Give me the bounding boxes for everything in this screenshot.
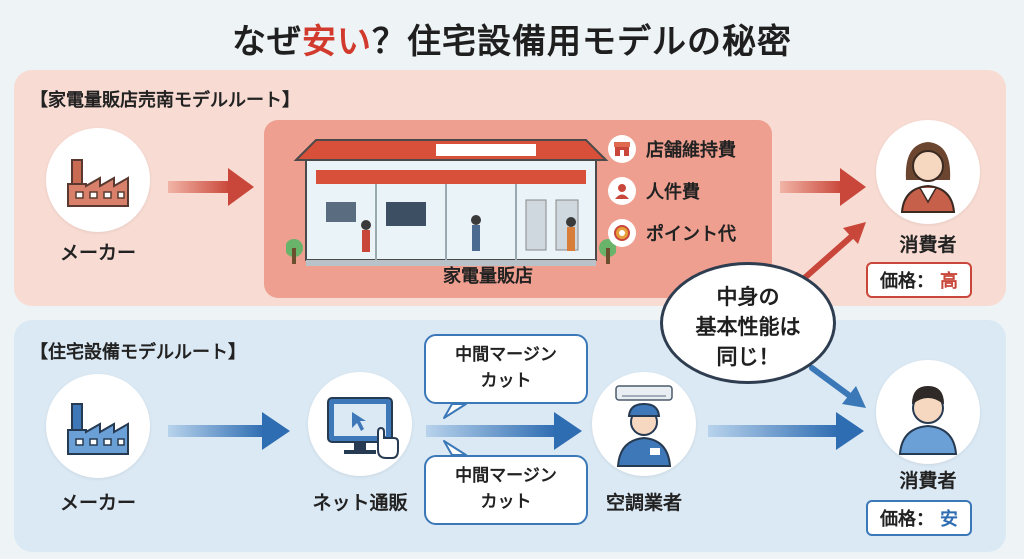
margin-cut-bottom-line1: 中間マージン (455, 466, 557, 486)
price-high-badge: 価格： 高 (866, 262, 972, 298)
bottom-consumer-label: 消費者 (899, 470, 957, 492)
margin-cut-bottom-line2: カット (480, 492, 532, 512)
cost-item-store: 店舗維持費 (608, 134, 736, 164)
top-maker-circle (46, 128, 150, 232)
page-title: なぜ安い？住宅設備用モデルの秘密 (0, 14, 1024, 63)
bottom-maker-label: メーカー (59, 492, 136, 514)
technician-icon (615, 385, 673, 467)
online-shop-label: ネット通販 (312, 492, 408, 514)
margin-cut-bubble-top: 中間マージン カット (424, 334, 588, 404)
factory-icon (67, 403, 129, 455)
top-consumer-circle (876, 120, 980, 224)
price-low-badge: 価格： 安 (866, 500, 972, 536)
cost-labor-text: 人件費 (646, 182, 700, 203)
electronics-store-box (264, 120, 772, 298)
top-consumer-label: 消費者 (899, 234, 957, 256)
price-low-value: 安 (940, 509, 958, 530)
computer-monitor-icon (327, 397, 399, 459)
man-icon (898, 386, 958, 455)
coin-icon (608, 219, 636, 247)
bottom-consumer-circle (876, 360, 980, 464)
top-route-label: 【家電量販店売南モデルルート】 (30, 90, 300, 111)
price-high-value: 高 (940, 271, 958, 292)
same-performance-callout: 中身の 基本性能は 同じ！ (660, 262, 836, 384)
cost-item-points: ポイント代 (608, 218, 736, 248)
speech-line2: 基本性能は (695, 315, 801, 339)
woman-icon (900, 142, 956, 213)
store-illustration-icon (286, 139, 616, 266)
speech-line1: 中身の (716, 285, 780, 309)
online-shop-circle (308, 372, 412, 476)
price-low-prefix: 価格： (880, 509, 934, 530)
cost-store-text: 店舗維持費 (646, 140, 736, 161)
person-icon (608, 177, 636, 205)
shop-icon (608, 135, 636, 163)
cost-item-labor: 人件費 (608, 176, 700, 206)
title-after: ？住宅設備用モデルの秘密 (372, 22, 792, 62)
margin-cut-top-line1: 中間マージン (455, 345, 557, 365)
speech-line3: 同じ！ (716, 345, 780, 369)
factory-icon (67, 159, 129, 207)
price-high-prefix: 価格： (880, 271, 934, 292)
margin-cut-top-line2: カット (480, 371, 532, 391)
bottom-route-label: 【住宅設備モデルルート】 (30, 342, 246, 363)
contractor-circle (592, 372, 696, 476)
contractor-label: 空調業者 (605, 492, 682, 514)
cost-points-text: ポイント代 (646, 224, 736, 245)
margin-cut-bubble-bottom: 中間マージン カット (424, 455, 588, 525)
title-before: なぜ (232, 22, 302, 62)
store-label: 家電量販店 (443, 266, 533, 287)
bottom-maker-circle (46, 374, 150, 478)
title-accent: 安い (302, 22, 372, 62)
top-maker-label: メーカー (59, 242, 136, 264)
